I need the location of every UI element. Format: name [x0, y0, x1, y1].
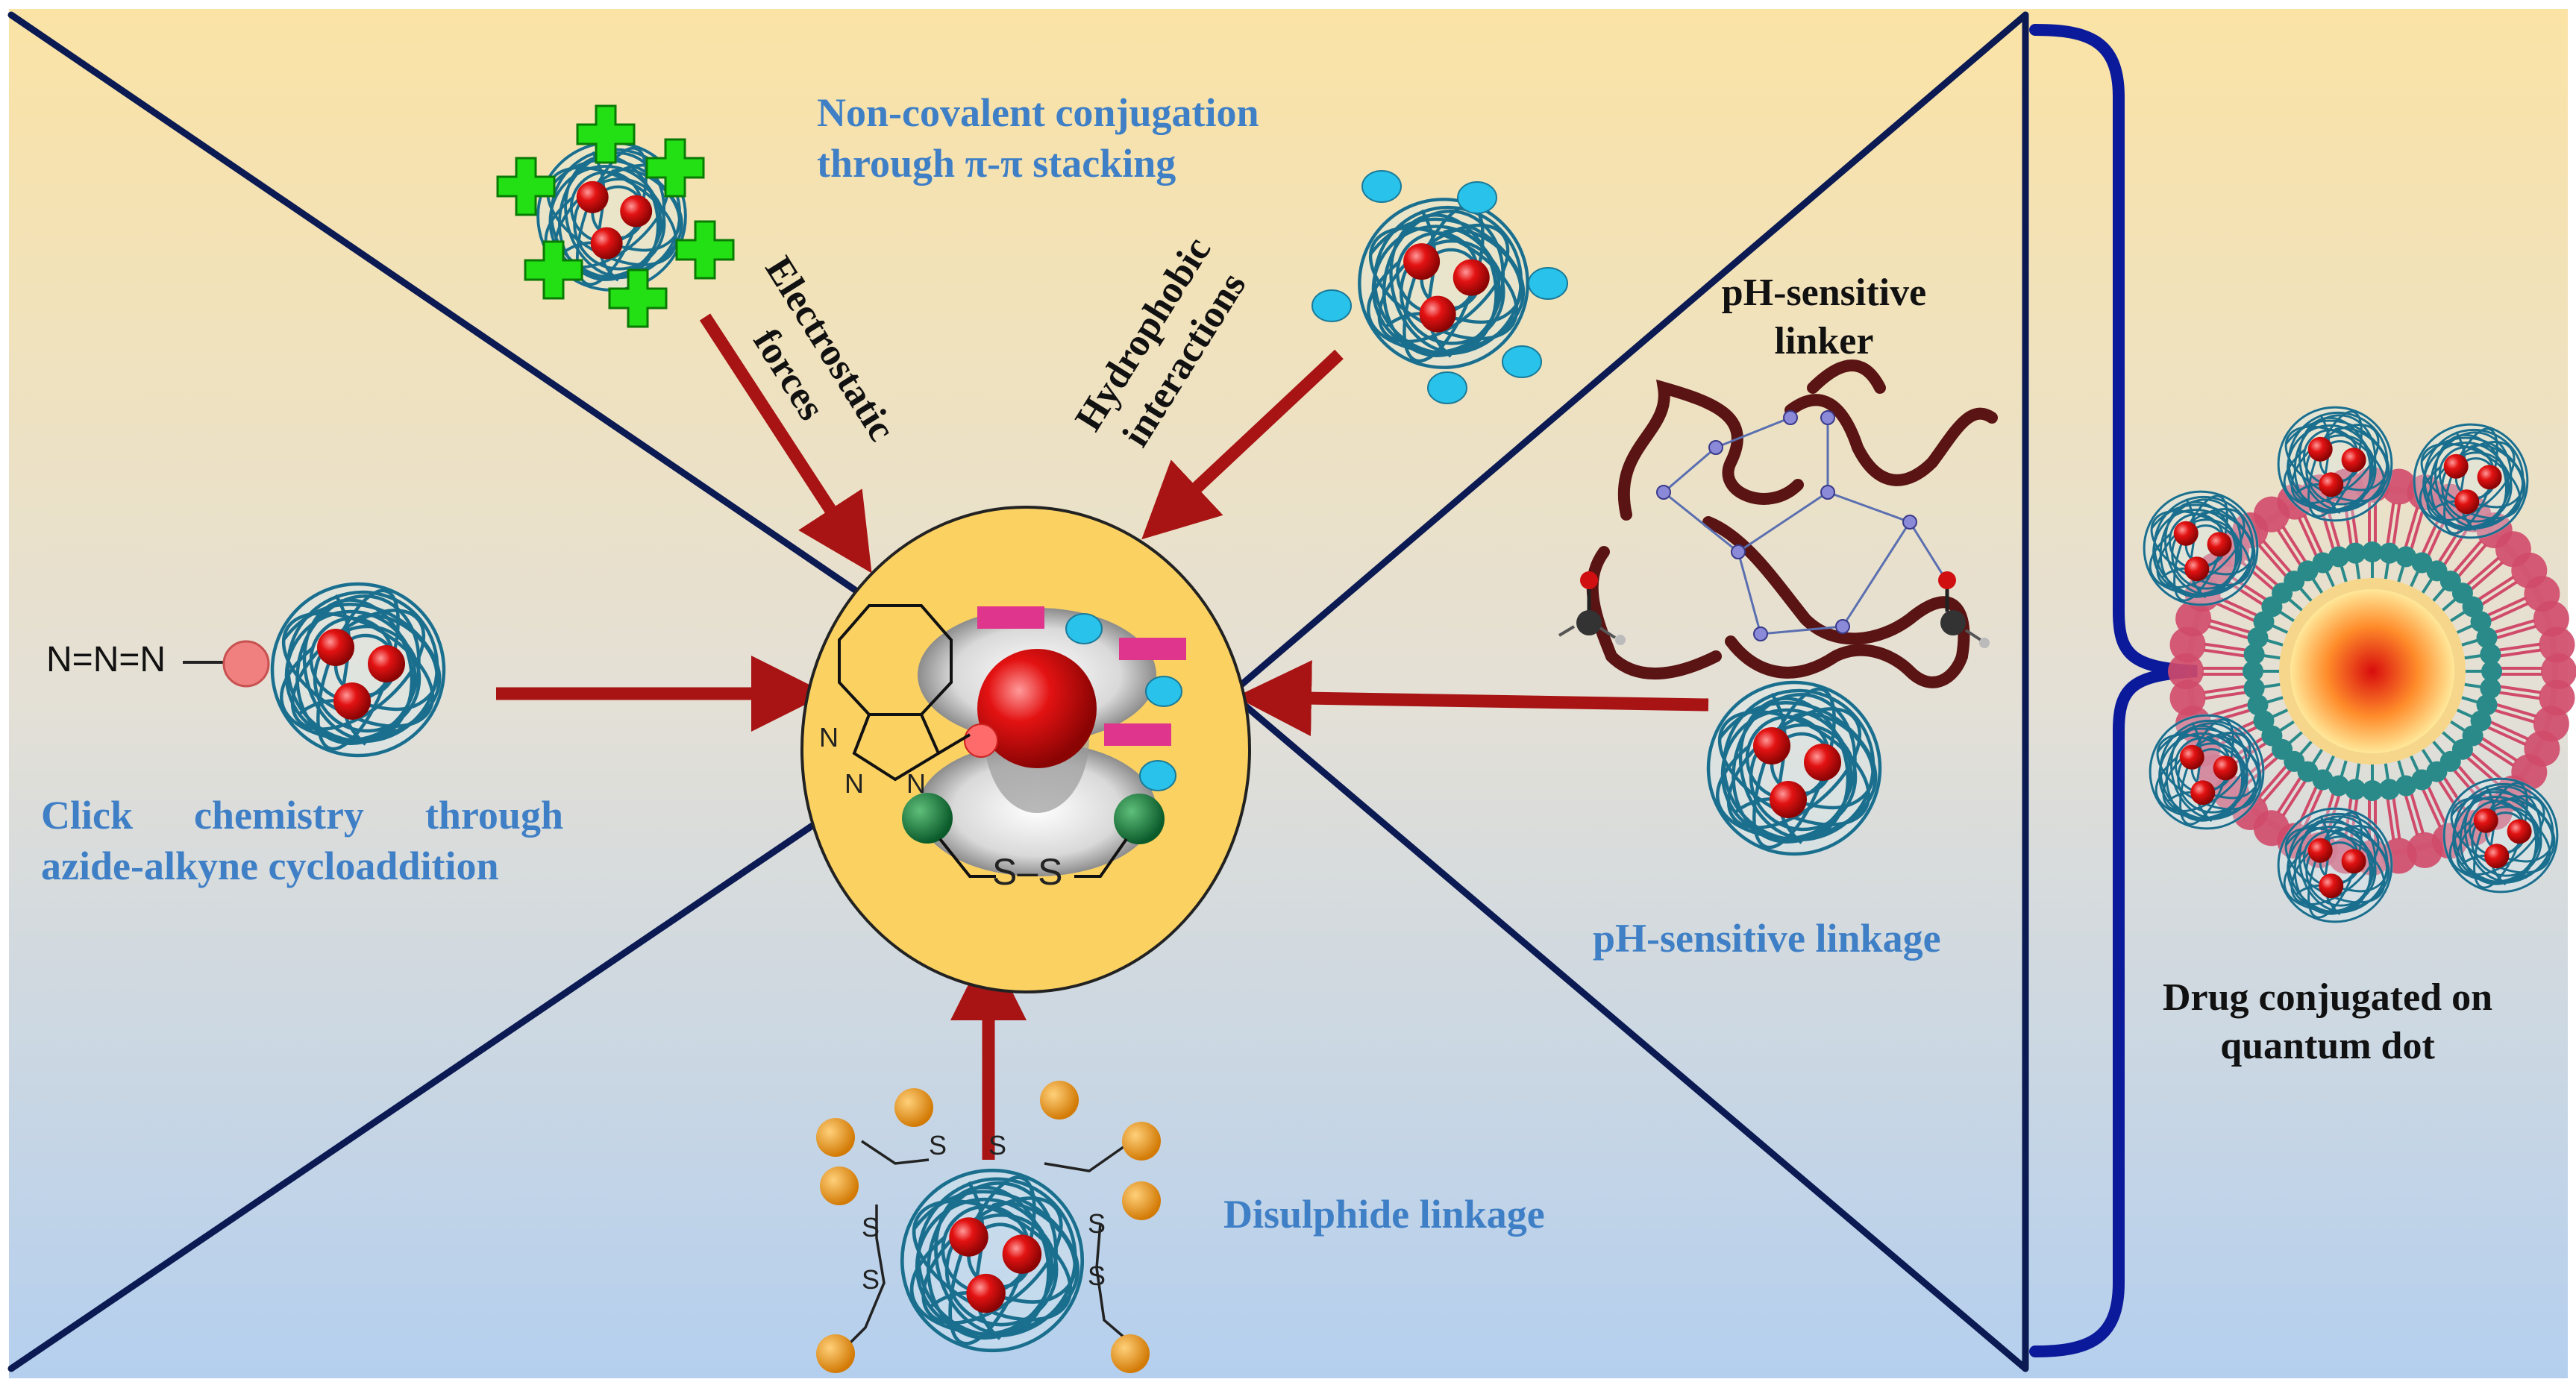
- disulphide-qd: [816, 1081, 1161, 1373]
- arrow-electrostatic: [699, 313, 872, 574]
- central-quantum-dot: [800, 506, 1251, 993]
- panel-dividers: [7, 11, 2029, 1372]
- triazole-n-1: N: [819, 722, 839, 753]
- disulphide-linkage-label: Disulphide linkage: [1223, 1192, 1545, 1237]
- arrow-ph: [1235, 660, 1709, 737]
- center-disulfide: S–S: [992, 851, 1063, 893]
- noncovalent-label: Non-covalent conjugation through π-π sta…: [817, 90, 1259, 186]
- disulfide-s-6: S: [1088, 1260, 1106, 1291]
- azide-group-label: N=N=N: [46, 640, 166, 679]
- triazole-n-3: N: [906, 768, 926, 799]
- drug-conjugated-qd: [2166, 465, 2576, 878]
- disulfide-s-5: S: [1088, 1208, 1106, 1239]
- triazole-n-2: N: [844, 768, 864, 799]
- disulfide-s-2: S: [988, 1130, 1007, 1161]
- disulfide-s-3: S: [862, 1212, 880, 1243]
- arrow-hydrophobic: [1141, 349, 1344, 540]
- ph-sensitive-polymer: [1558, 359, 1998, 688]
- disulfide-s-4: S: [862, 1264, 880, 1295]
- click-chemistry-label: Click chemistry through azide-alkyne cyc…: [41, 793, 563, 888]
- click-chemistry-qd: [183, 581, 451, 759]
- hydrophobic-dots: [1311, 170, 1568, 404]
- conjugation-arrows: [496, 313, 1709, 1160]
- ph-linker-label: pH-sensitive linker: [1721, 271, 1927, 362]
- disulfide-s-1: S: [929, 1130, 947, 1161]
- drug-conjugated-label: Drug conjugated on quantum dot: [2162, 976, 2493, 1067]
- ph-linkage-label: pH-sensitive linkage: [1593, 916, 1941, 961]
